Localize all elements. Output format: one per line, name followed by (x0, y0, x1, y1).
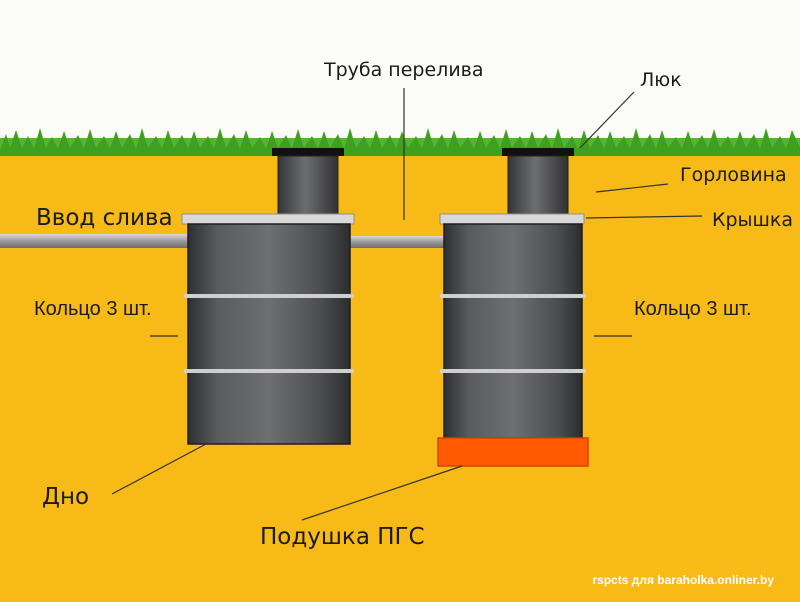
right-ring-joint-2 (440, 369, 586, 373)
sky (0, 0, 800, 150)
left-lid (181, 213, 355, 225)
lid-label: Крышка (712, 209, 793, 231)
gravel-cushion-label: Подушка ПГС (260, 524, 425, 550)
right-tank (437, 148, 589, 467)
watermark: rspcts для baraholka.onliner.by (592, 573, 774, 587)
left-hatch (272, 148, 344, 156)
gravel-cushion-shape (437, 437, 589, 467)
left-neck (277, 155, 339, 217)
grass (0, 128, 800, 156)
right-ring-joint-1 (440, 294, 586, 298)
overflow-pipe-label: Труба перелива (323, 59, 484, 81)
rings-right-label: Кольцо 3 шт. (634, 298, 752, 320)
rings-left-label: Кольцо 3 шт. (34, 298, 152, 320)
right-neck (507, 155, 569, 217)
left-tank (181, 148, 355, 445)
soil (0, 150, 800, 602)
left-rings (187, 223, 351, 445)
left-ring-joint-2 (184, 369, 354, 373)
left-ring-joint-1 (184, 294, 354, 298)
drain-inlet-label: Ввод слива (36, 205, 173, 231)
right-rings (443, 223, 583, 439)
right-lid (439, 213, 585, 225)
hatch-label: Люк (640, 69, 682, 91)
inlet-pipe (0, 234, 196, 248)
leader-lines (111, 88, 703, 521)
overflow-pipe-shape (340, 236, 454, 248)
bottom-label: Дно (42, 484, 89, 510)
neck-label: Горловина (680, 164, 787, 186)
right-hatch (502, 148, 574, 156)
